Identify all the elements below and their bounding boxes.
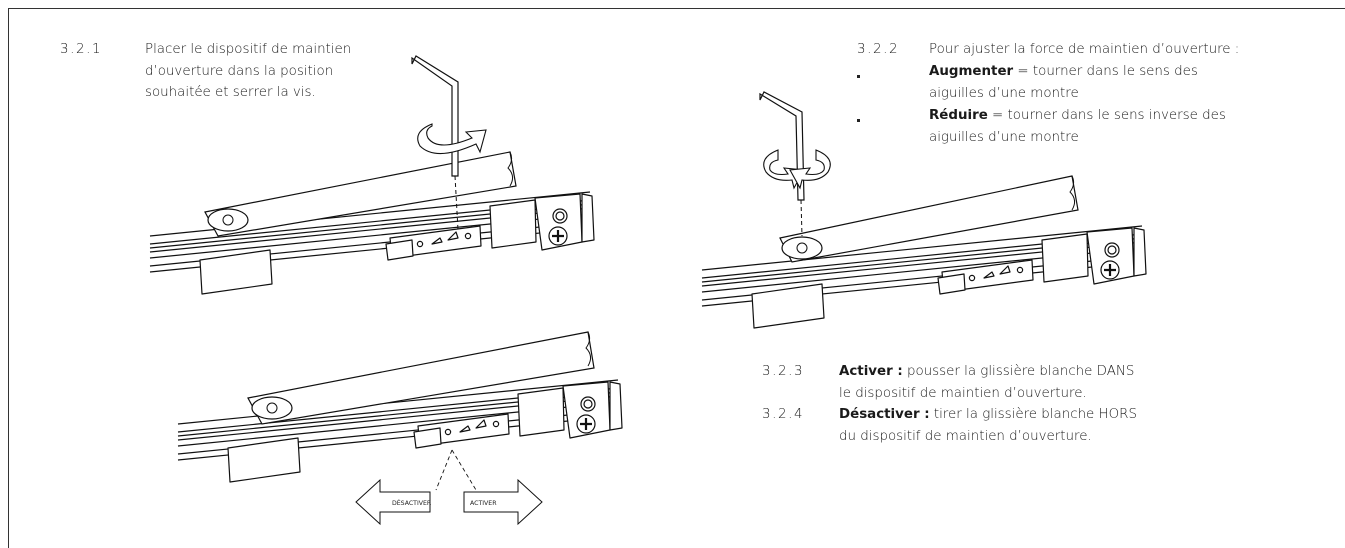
section-3-2-1-line-1: Placer le dispositif de maintien xyxy=(145,42,352,57)
section-number-3-2-4: 3.2.4 xyxy=(762,407,805,422)
deactivate-arrow-label: DÉSACTIVER xyxy=(392,498,432,507)
decrease-text: = tourner dans le sens inverse des xyxy=(987,108,1226,123)
section-3-2-4-line-1: Désactiver : tirer la glissière blanche … xyxy=(839,404,1137,426)
figure-activate-deactivate: DÉSACTIVER ACTIVER xyxy=(176,331,624,526)
frame-border-left xyxy=(8,8,9,548)
section-number-3-2-2: 3.2.2 xyxy=(857,42,900,57)
deactivate-label: Désactiver : xyxy=(839,407,930,422)
increase-text: = tourner dans le sens des xyxy=(1013,64,1198,79)
decrease-label: Réduire xyxy=(929,108,988,123)
activate-arrow-label: ACTIVER xyxy=(470,500,497,507)
increase-label: Augmenter xyxy=(929,64,1014,79)
section-3-2-1-line-3: souhaitée et serrer la vis. xyxy=(145,85,316,100)
deactivate-text: tirer la glissière blanche HORS xyxy=(929,407,1137,422)
activate-label: Activer : xyxy=(839,364,903,379)
section-3-2-2-intro: Pour ajuster la force de maintien d’ouve… xyxy=(929,42,1240,57)
section-3-2-2-increase-line-1: Augmenter = tourner dans le sens des xyxy=(929,61,1198,83)
section-3-2-2-decrease-line-2: aiguilles d’une montre xyxy=(929,129,1079,145)
section-3-2-4-line-2: du dispositif de maintien d’ouverture. xyxy=(839,428,1092,444)
bullet-decrease xyxy=(857,119,860,122)
section-number-3-2-3: 3.2.3 xyxy=(762,364,805,379)
section-3-2-3-line-1: Activer : pousser la glissière blanche D… xyxy=(839,361,1134,383)
section-3-2-1-line-2: d’ouverture dans la position xyxy=(145,63,334,79)
section-3-2-2-decrease-line-1: Réduire = tourner dans le sens inverse d… xyxy=(929,105,1226,127)
figure-tighten-screw xyxy=(148,55,596,296)
figure-adjust-force xyxy=(700,91,1148,330)
bullet-increase xyxy=(857,75,860,78)
frame-border-top xyxy=(8,8,1345,9)
activate-text: pousser la glissière blanche DANS xyxy=(902,364,1135,379)
section-3-2-3-line-2: le dispositif de maintien d’ouverture. xyxy=(839,385,1087,401)
section-number-3-2-1: 3.2.1 xyxy=(60,42,103,57)
section-3-2-2-increase-line-2: aiguilles d’une montre xyxy=(929,85,1079,101)
